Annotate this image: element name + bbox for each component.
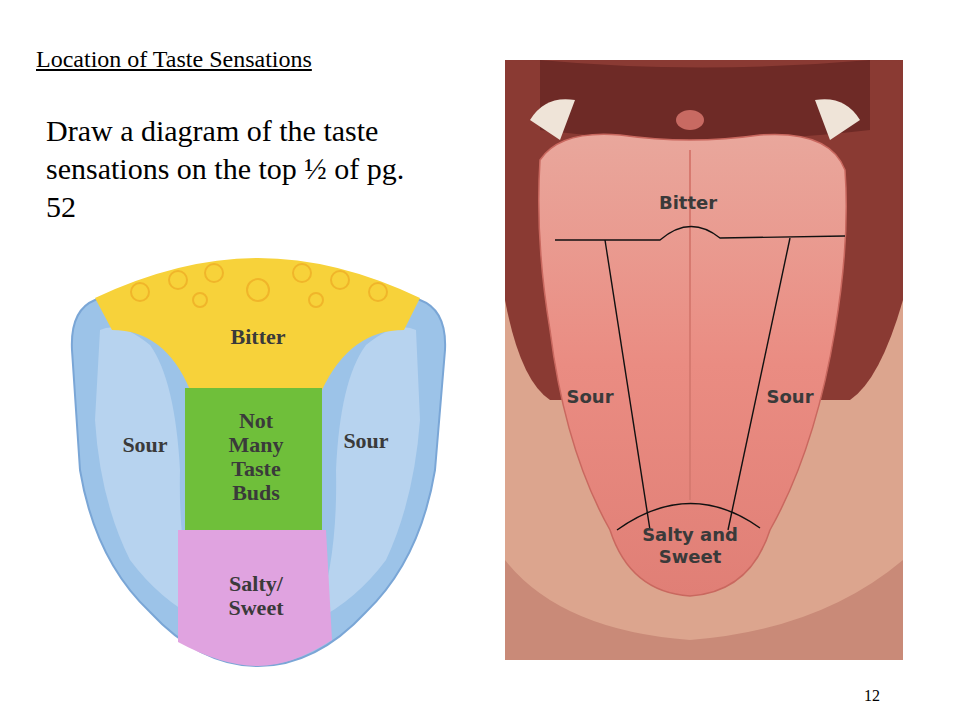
slide-title: Location of Taste Sensations xyxy=(36,46,312,73)
center-region: Not Many Taste Buds xyxy=(212,409,300,505)
cartoon-tongue xyxy=(72,258,445,666)
instruction-text: Draw a diagram of the taste sensations o… xyxy=(46,112,406,226)
salty-sweet-region: Salty and Sweet xyxy=(633,524,747,568)
region-label: Bitter xyxy=(201,325,315,349)
region-label: Salty and Sweet xyxy=(633,524,747,568)
sour-region: Sour xyxy=(108,433,182,457)
sour-region: Sour xyxy=(329,429,403,453)
region-label: Salty/ Sweet xyxy=(212,572,300,620)
region-label: Sour xyxy=(108,433,182,457)
page-number: 12 xyxy=(864,686,904,706)
region-label: Sour xyxy=(329,429,403,453)
sour-region: Sour xyxy=(553,386,627,408)
region-label: Sour xyxy=(753,386,827,408)
tongue-photo xyxy=(505,60,903,660)
sour-region: Sour xyxy=(753,386,827,408)
region-label: Not Many Taste Buds xyxy=(212,409,300,505)
region-label: Sour xyxy=(553,386,627,408)
bitter-region: Bitter xyxy=(201,325,315,349)
salty-sweet-region: Salty/ Sweet xyxy=(212,572,300,620)
bitter-region: Bitter xyxy=(641,192,735,214)
region-label: Bitter xyxy=(641,192,735,214)
